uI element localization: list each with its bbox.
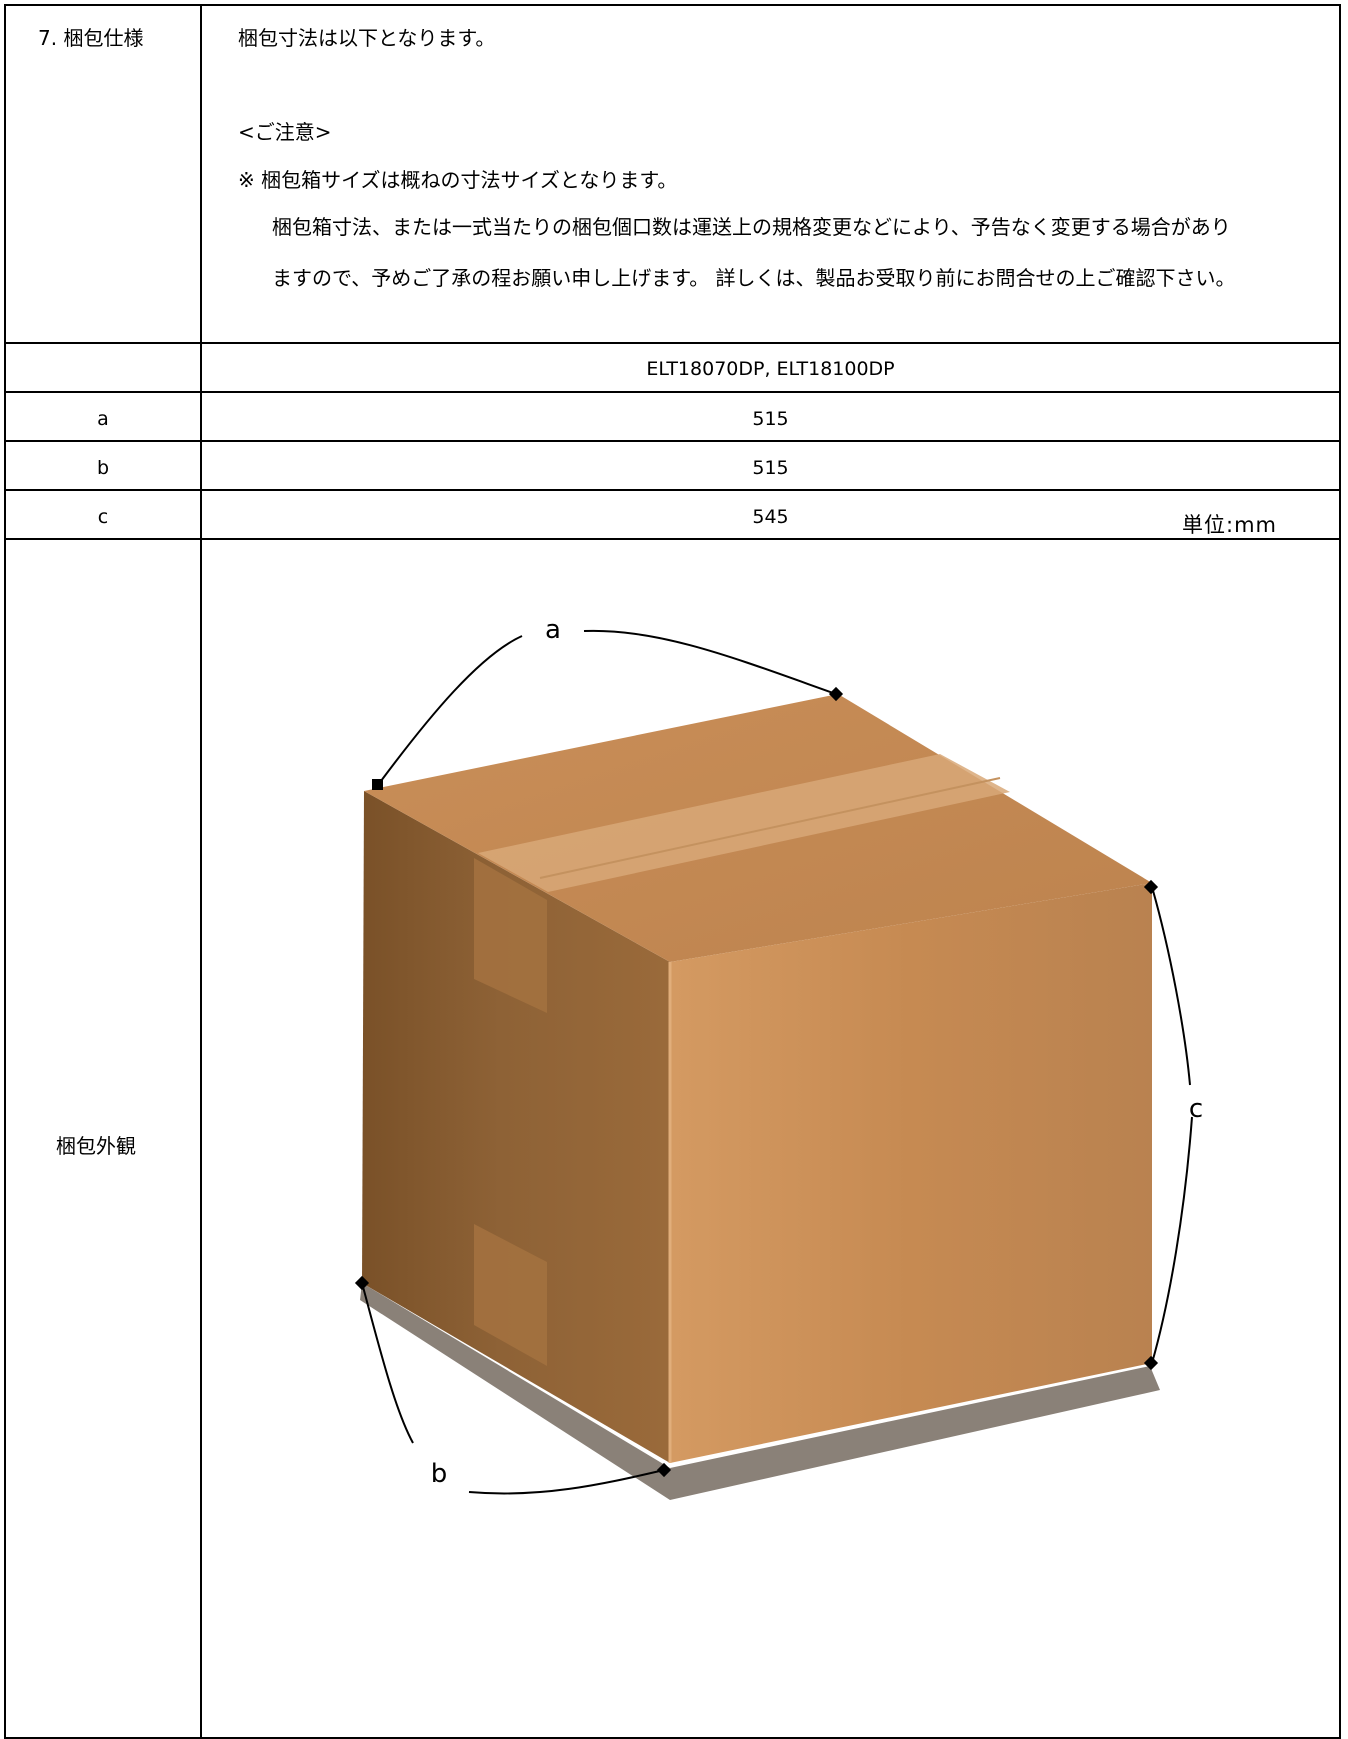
dim-line-a-right <box>583 629 837 695</box>
row-divider <box>6 489 1339 491</box>
dim-line-c-bottom <box>1151 1116 1193 1364</box>
side-tape-top <box>474 858 547 1013</box>
figure-label-b: b <box>431 1459 448 1489</box>
dim-label-b: b <box>96 457 110 479</box>
dim-value-a: 515 <box>752 408 789 430</box>
model-header: ELT18070DP, ELT18100DP <box>646 358 895 380</box>
notice-line-2: 梱包箱寸法、または一式当たりの梱包個口数は運送上の規格変更などにより、予告なく変… <box>272 215 1231 239</box>
dim-line-a-left <box>377 635 523 786</box>
appearance-label: 梱包外観 <box>56 1134 136 1158</box>
figure-label-c: c <box>1189 1094 1203 1124</box>
dim-value-b: 515 <box>752 457 789 479</box>
row-divider <box>6 342 1339 344</box>
column-divider <box>200 6 202 1737</box>
dim-line-b-left <box>361 1282 414 1444</box>
figure-label-a: a <box>545 615 561 645</box>
intro-text: 梱包寸法は以下となります。 <box>238 26 496 50</box>
box-shadow <box>360 1283 1160 1500</box>
section-label: 7. 梱包仕様 <box>38 26 144 50</box>
row-divider <box>6 391 1339 393</box>
row-divider <box>6 538 1339 540</box>
corner-marker <box>828 686 844 702</box>
top-tape <box>478 754 1010 892</box>
unit-label: 単位:mm <box>1182 513 1277 537</box>
notice-line-3: ますので、予めご了承の程お願い申し上げます。 詳しくは、製品お受取り前にお問合せ… <box>272 266 1236 290</box>
dim-line-b-right <box>468 1469 665 1495</box>
packaging-spec-table: 7. 梱包仕様 梱包寸法は以下となります。 <ご注意> ※ 梱包箱サイズは概ねの… <box>4 4 1341 1739</box>
notice-title: <ご注意> <box>238 120 332 144</box>
corner-marker <box>354 1275 370 1291</box>
box-front-face <box>670 883 1152 1463</box>
corner-marker <box>1143 879 1159 895</box>
dim-label-a: a <box>97 408 109 430</box>
corner-marker <box>656 1462 672 1478</box>
side-tape-bottom <box>474 1224 547 1366</box>
dim-label-c: c <box>97 506 109 528</box>
dim-value-c: 545 <box>752 506 789 528</box>
box-illustration: a c b <box>354 615 1203 1500</box>
box-side-face <box>362 791 670 1463</box>
tape-seam <box>539 777 1001 879</box>
row-divider <box>6 440 1339 442</box>
corner-marker <box>372 779 383 790</box>
dim-line-c-top <box>1151 886 1191 1086</box>
notice-line-1: ※ 梱包箱サイズは概ねの寸法サイズとなります。 <box>238 168 678 192</box>
corner-marker <box>1143 1355 1159 1371</box>
